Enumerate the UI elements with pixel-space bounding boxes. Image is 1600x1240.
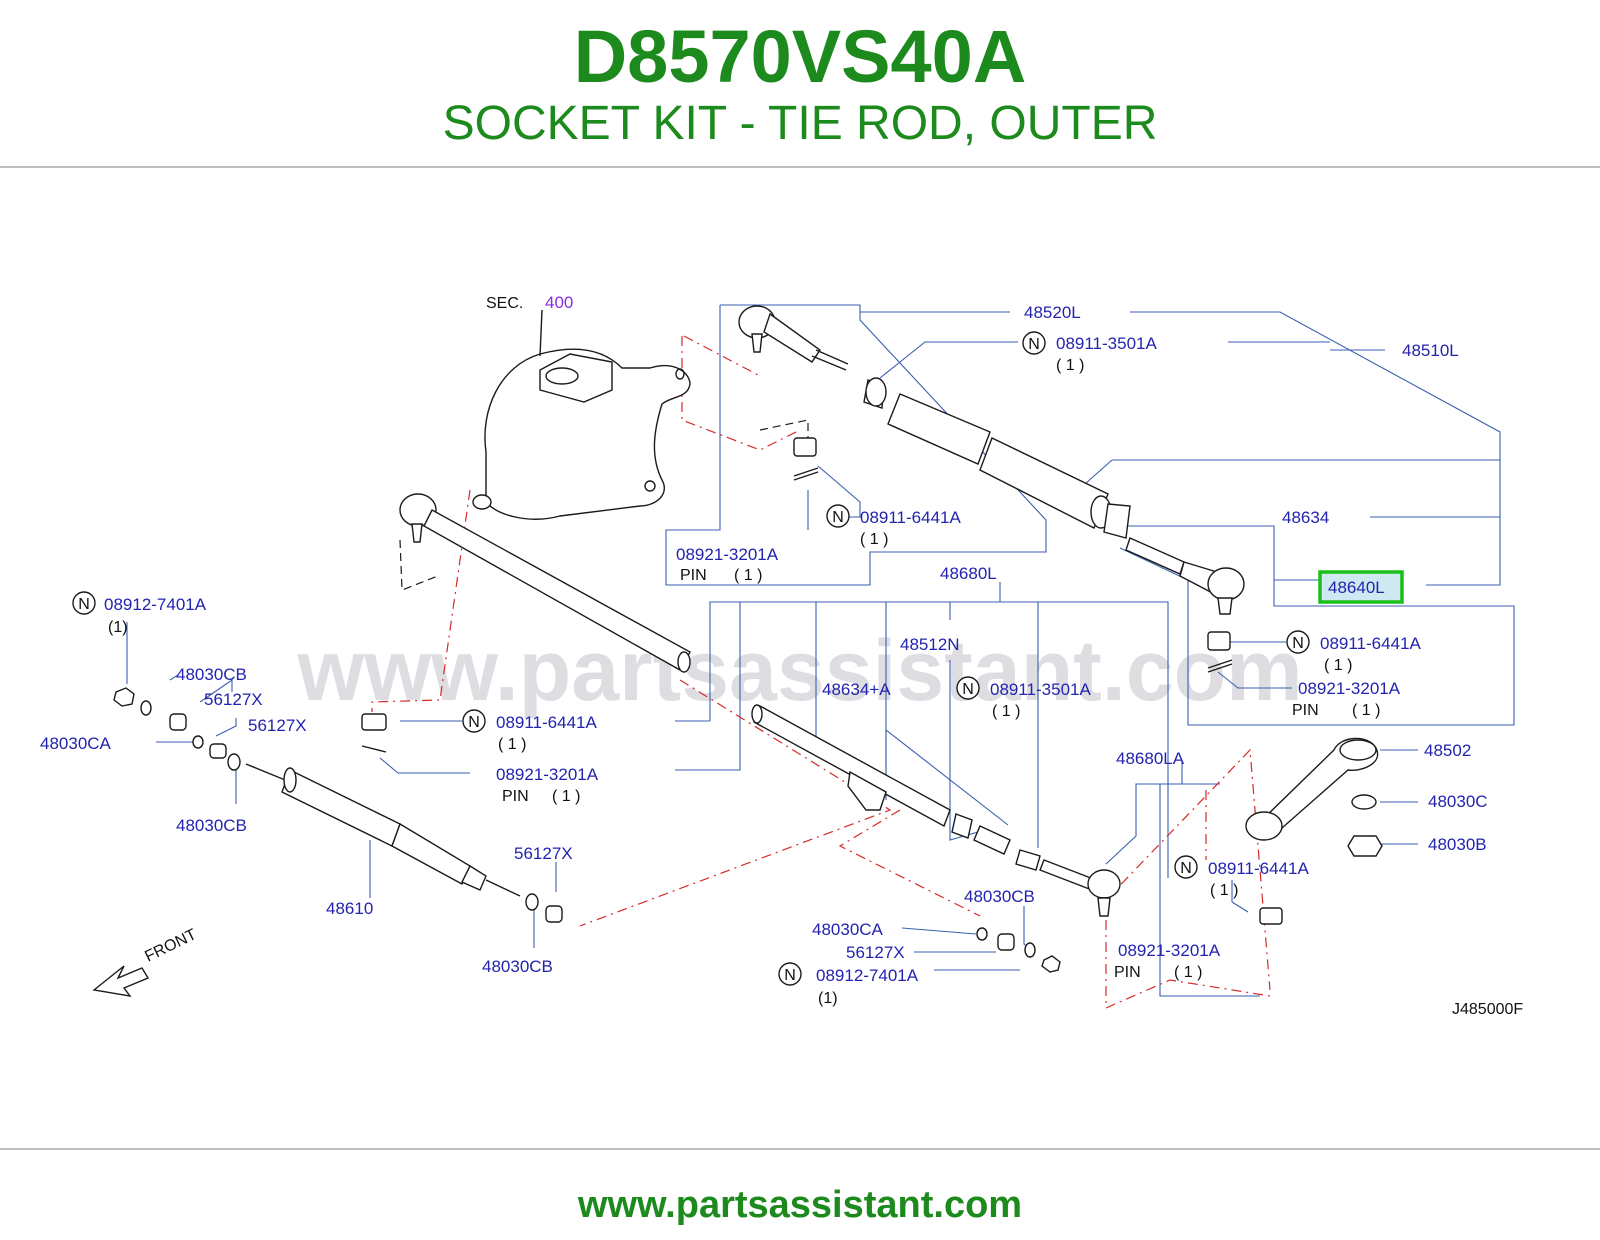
header: D8570VS40A SOCKET KIT - TIE ROD, OUTER <box>0 0 1600 168</box>
castle-nut-top <box>793 437 819 481</box>
part-label-08911-6441A-mid[interactable]: 08911-6441A <box>860 508 961 527</box>
n-marker-icon: N <box>778 962 802 986</box>
svg-text:N: N <box>832 509 844 526</box>
svg-text:N: N <box>78 596 90 613</box>
n-marker-icon: N <box>72 591 96 615</box>
castle-nut-left <box>361 713 387 753</box>
part-label-48680L[interactable]: 48680L <box>940 564 997 583</box>
pin-qty-r2: ( 1 ) <box>1174 964 1202 981</box>
svg-text:N: N <box>1292 635 1304 652</box>
qty-center: ( 1 ) <box>992 703 1020 720</box>
svg-text:N: N <box>1180 860 1192 877</box>
pin-label-lm: PIN <box>502 788 529 805</box>
part-label-48030B[interactable]: 48030B <box>1428 835 1487 854</box>
part-label-08912-7401A-left[interactable]: 08912-7401A <box>104 595 207 614</box>
left-bushings <box>113 687 563 923</box>
black-dash-lines <box>399 419 809 591</box>
part-label-56127X-c[interactable]: 56127X <box>846 943 905 962</box>
part-label-48634A[interactable]: 48634+A <box>822 680 891 699</box>
part-label-48030C[interactable]: 48030C <box>1428 792 1488 811</box>
qty-r1: ( 1 ) <box>1324 657 1352 674</box>
qty-c: (1) <box>818 990 838 1007</box>
idler-arm <box>1245 737 1383 925</box>
n-marker-icon: N <box>826 504 850 528</box>
part-label-08911-6441A-lm[interactable]: 08911-6441A <box>496 713 597 732</box>
steering-damper <box>245 763 521 897</box>
part-label-08911-6441A-r1[interactable]: 08911-6441A <box>1320 634 1421 653</box>
part-label-08912-7401A-c[interactable]: 08912-7401A <box>816 966 919 985</box>
part-label-48030CB-c[interactable]: 48030CB <box>964 887 1035 906</box>
n-marker-icon: N <box>1286 630 1310 654</box>
part-label-08911-3501A-top[interactable]: 08911-3501A <box>1056 334 1157 353</box>
svg-text:N: N <box>1028 336 1040 353</box>
tie-rod-end-48680LA <box>1087 869 1121 917</box>
figure-code: J485000F <box>1452 1001 1523 1018</box>
n-marker-icon: N <box>956 676 980 700</box>
part-label-56127X-l2[interactable]: 56127X <box>248 716 307 735</box>
part-label-48030CA-left[interactable]: 48030CA <box>40 734 112 753</box>
part-number-title: D8570VS40A <box>573 15 1027 98</box>
pin-label-r1: PIN <box>1292 702 1319 719</box>
part-label-48634[interactable]: 48634 <box>1282 508 1329 527</box>
pin-qty-r1: ( 1 ) <box>1352 702 1380 719</box>
part-label-48640L[interactable]: 48640L <box>1328 578 1385 597</box>
part-label-08921-3201A-mid[interactable]: 08921-3201A <box>676 545 779 564</box>
part-label-48502[interactable]: 48502 <box>1424 741 1471 760</box>
part-label-08911-3501A-center[interactable]: 08911-3501A <box>990 680 1091 699</box>
pin-label-mid: PIN <box>680 567 707 584</box>
footer-divider <box>0 1148 1600 1150</box>
center-bushings <box>976 927 1061 973</box>
header-divider <box>0 166 1600 168</box>
qty-left: (1) <box>108 619 128 636</box>
sec-prefix: SEC. <box>486 295 523 312</box>
part-label-48680LA[interactable]: 48680LA <box>1116 749 1185 768</box>
part-label-48610[interactable]: 48610 <box>326 899 373 918</box>
pin-qty-mid: ( 1 ) <box>734 567 762 584</box>
assembly-dash-lines <box>371 335 1271 1009</box>
qty-mid: ( 1 ) <box>860 531 888 548</box>
highlight-box-48640L <box>1318 570 1404 604</box>
part-label-48510L[interactable]: 48510L <box>1402 341 1459 360</box>
part-label-48030CB-b[interactable]: 48030CB <box>482 957 553 976</box>
front-label: FRONT <box>142 926 199 966</box>
left-tie-rod <box>399 493 691 673</box>
pin-qty-lm: ( 1 ) <box>552 788 580 805</box>
svg-text:N: N <box>468 714 480 731</box>
part-description: SOCKET KIT - TIE ROD, OUTER <box>442 97 1158 150</box>
footer-url-link[interactable]: www.partsassistant.com <box>577 1184 1023 1226</box>
watermark-text: www.partsassistant.com <box>296 623 1302 719</box>
pin-label-r2: PIN <box>1114 964 1141 981</box>
n-marker-icon: N <box>1174 855 1198 879</box>
relay-rod <box>751 704 1097 891</box>
qty-lm: ( 1 ) <box>498 736 526 753</box>
qty-top: ( 1 ) <box>1056 357 1084 374</box>
part-label-48030CB-l2[interactable]: 48030CB <box>176 816 247 835</box>
part-label-48030CA-c[interactable]: 48030CA <box>812 920 884 939</box>
n-markers: N N N N N N N N <box>72 331 1310 986</box>
n-marker-icon: N <box>462 709 486 733</box>
part-label-56127X-l1[interactable]: 56127X <box>204 690 263 709</box>
tie-rod-end-48520L <box>738 305 849 371</box>
svg-text:N: N <box>784 967 796 984</box>
qty-r2: ( 1 ) <box>1210 882 1238 899</box>
steering-gear-housing <box>472 309 691 520</box>
parts-diagram: www.partsassistant.com <box>0 280 1600 1060</box>
part-label-48520L[interactable]: 48520L <box>1024 303 1081 322</box>
part-label-08911-6441A-r2[interactable]: 08911-6441A <box>1208 859 1309 878</box>
adjusting-tube <box>863 377 1131 539</box>
svg-text:N: N <box>962 681 974 698</box>
part-label-08921-3201A-r2[interactable]: 08921-3201A <box>1118 941 1221 960</box>
part-label-48512N[interactable]: 48512N <box>900 635 960 654</box>
castle-nut-mid <box>1207 631 1233 673</box>
tie-rod-end-48640L <box>1125 537 1245 615</box>
front-arrow-icon <box>92 965 150 997</box>
part-label-56127X-b[interactable]: 56127X <box>514 844 573 863</box>
sec-number-link[interactable]: 400 <box>545 293 573 312</box>
part-label-48030CB-l1[interactable]: 48030CB <box>176 665 247 684</box>
n-marker-icon: N <box>1022 331 1046 355</box>
part-label-08921-3201A-lm[interactable]: 08921-3201A <box>496 765 599 784</box>
part-label-08921-3201A-r1[interactable]: 08921-3201A <box>1298 679 1401 698</box>
